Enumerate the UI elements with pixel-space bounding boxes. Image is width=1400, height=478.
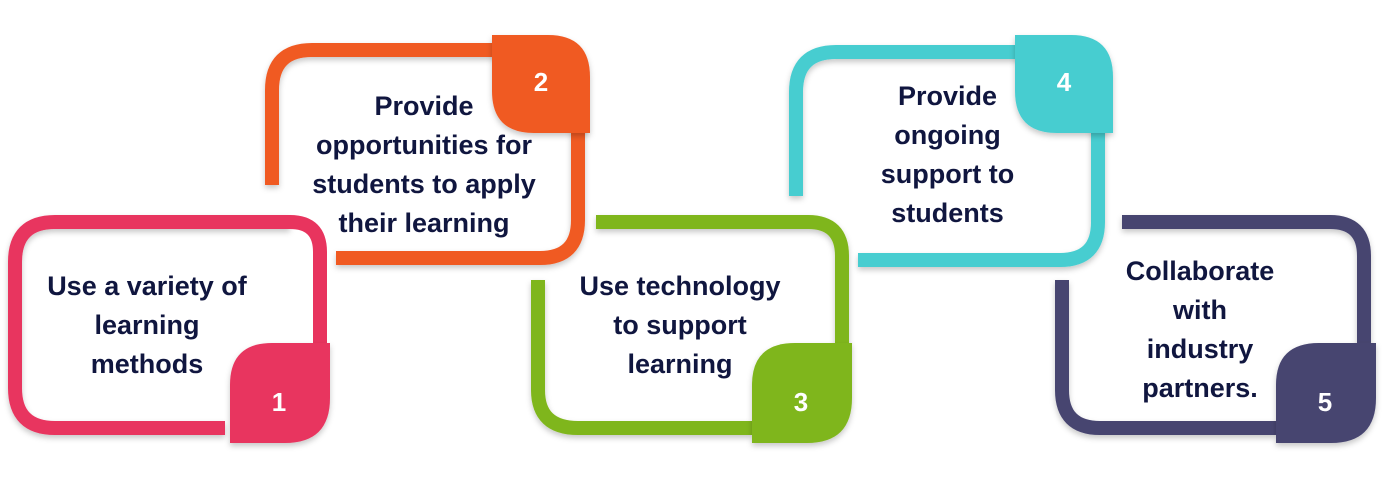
step-2-shape (265, 35, 590, 265)
step-5-badge (1276, 343, 1376, 443)
step-5-outline (1122, 215, 1371, 345)
step-1-outline-right (289, 215, 327, 345)
step-5-shape (1055, 215, 1376, 443)
step-3-number: 3 (793, 386, 809, 417)
step-3-outline (596, 215, 849, 345)
step-1-outline (8, 215, 290, 435)
step-3-badge (752, 343, 852, 443)
step-1-badge (230, 343, 330, 443)
step-4-text: Provide ongoing support to students (880, 81, 1015, 228)
step-2-badge (492, 35, 590, 133)
step-4-shape (789, 35, 1113, 267)
step-1-number: 1 (271, 386, 287, 417)
step-1-shape (8, 215, 330, 443)
step-3-shape (531, 215, 852, 443)
step-2-number: 2 (533, 66, 549, 97)
step-4-badge (1015, 35, 1113, 133)
step-3-outline-left (531, 280, 752, 435)
step-5-number: 5 (1317, 386, 1333, 417)
step-1-text: Use a variety of learning methods (47, 270, 247, 379)
step-5-text: Collaborate with industry partners. (1125, 256, 1275, 403)
step-5-outline-left (1055, 280, 1276, 435)
step-2-text: Provide opportunities for students to ap… (312, 91, 536, 238)
step-3-text: Use technology to support learning (579, 270, 781, 379)
step-4-number: 4 (1056, 66, 1072, 97)
